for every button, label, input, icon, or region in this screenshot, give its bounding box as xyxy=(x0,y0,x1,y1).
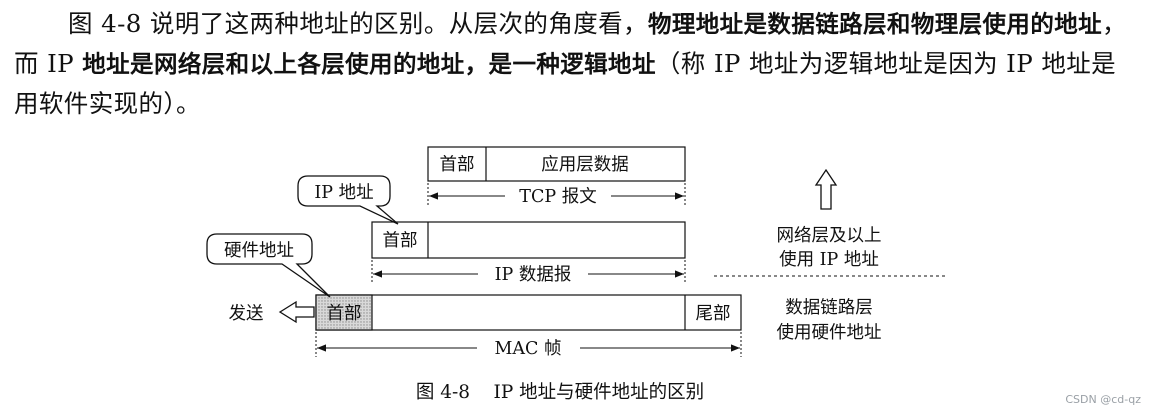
callout-hardware-address: 硬件地址 xyxy=(206,233,331,298)
network-layer-line2: 使用 IP 地址 xyxy=(779,249,879,270)
tcp-span-label: TCP 报文 xyxy=(519,187,596,207)
send-label: 发送 xyxy=(229,304,264,324)
ip-span: IP 数据报 xyxy=(371,260,686,285)
paragraph-bold-1: 物理地址是数据链路层和物理层使用的地址 xyxy=(647,10,1103,38)
ip-span-label: IP 数据报 xyxy=(495,265,572,285)
mac-header-label: 首部 xyxy=(327,304,362,324)
tcp-data-label: 应用层数据 xyxy=(541,155,629,175)
callout-ip-text: IP 地址 xyxy=(314,183,373,203)
send-arrow-icon xyxy=(278,300,315,324)
tcp-header-label: 首部 xyxy=(440,155,475,175)
up-arrow-icon xyxy=(814,168,838,210)
tcp-segment: 首部 应用层数据 xyxy=(427,146,686,182)
mac-frame: 首部 尾部 xyxy=(315,294,742,331)
datalink-layer-line1: 数据链路层 xyxy=(785,298,873,318)
network-layer-line1: 网络层及以上 xyxy=(777,226,882,246)
ip-datagram: 首部 xyxy=(371,221,686,259)
intro-paragraph: 图 4-8 说明了这两种地址的区别。从层次的角度看，物理地址是数据链路层和物理层… xyxy=(14,4,1139,123)
paragraph-text-2: ，而 IP xyxy=(14,9,1127,78)
ip-header-label: 首部 xyxy=(383,231,418,251)
watermark: CSDN @cd-qz xyxy=(1065,393,1141,406)
mac-span: MAC 帧 xyxy=(315,332,742,359)
callout-hardware-text: 硬件地址 xyxy=(224,241,294,261)
tcp-span: TCP 报文 xyxy=(427,183,686,207)
figure-caption: 图 4-8 IP 地址与硬件地址的区别 xyxy=(416,382,704,403)
paragraph-bold-2: 地址是网络层和以上各层使用的地址，是一种逻辑地址 xyxy=(82,50,656,78)
paragraph-text-1: 图 4-8 说明了这两种地址的区别。从层次的角度看， xyxy=(68,9,648,38)
callout-ip-address: IP 地址 xyxy=(297,175,399,225)
paragraph-text-3: （称 IP 地址为逻辑地址是因为 IP 地址是用软件实现的）。 xyxy=(14,49,1117,118)
mac-trailer-label: 尾部 xyxy=(696,304,731,324)
datalink-layer-line2: 使用硬件地址 xyxy=(777,322,882,343)
mac-span-label: MAC 帧 xyxy=(494,339,561,359)
